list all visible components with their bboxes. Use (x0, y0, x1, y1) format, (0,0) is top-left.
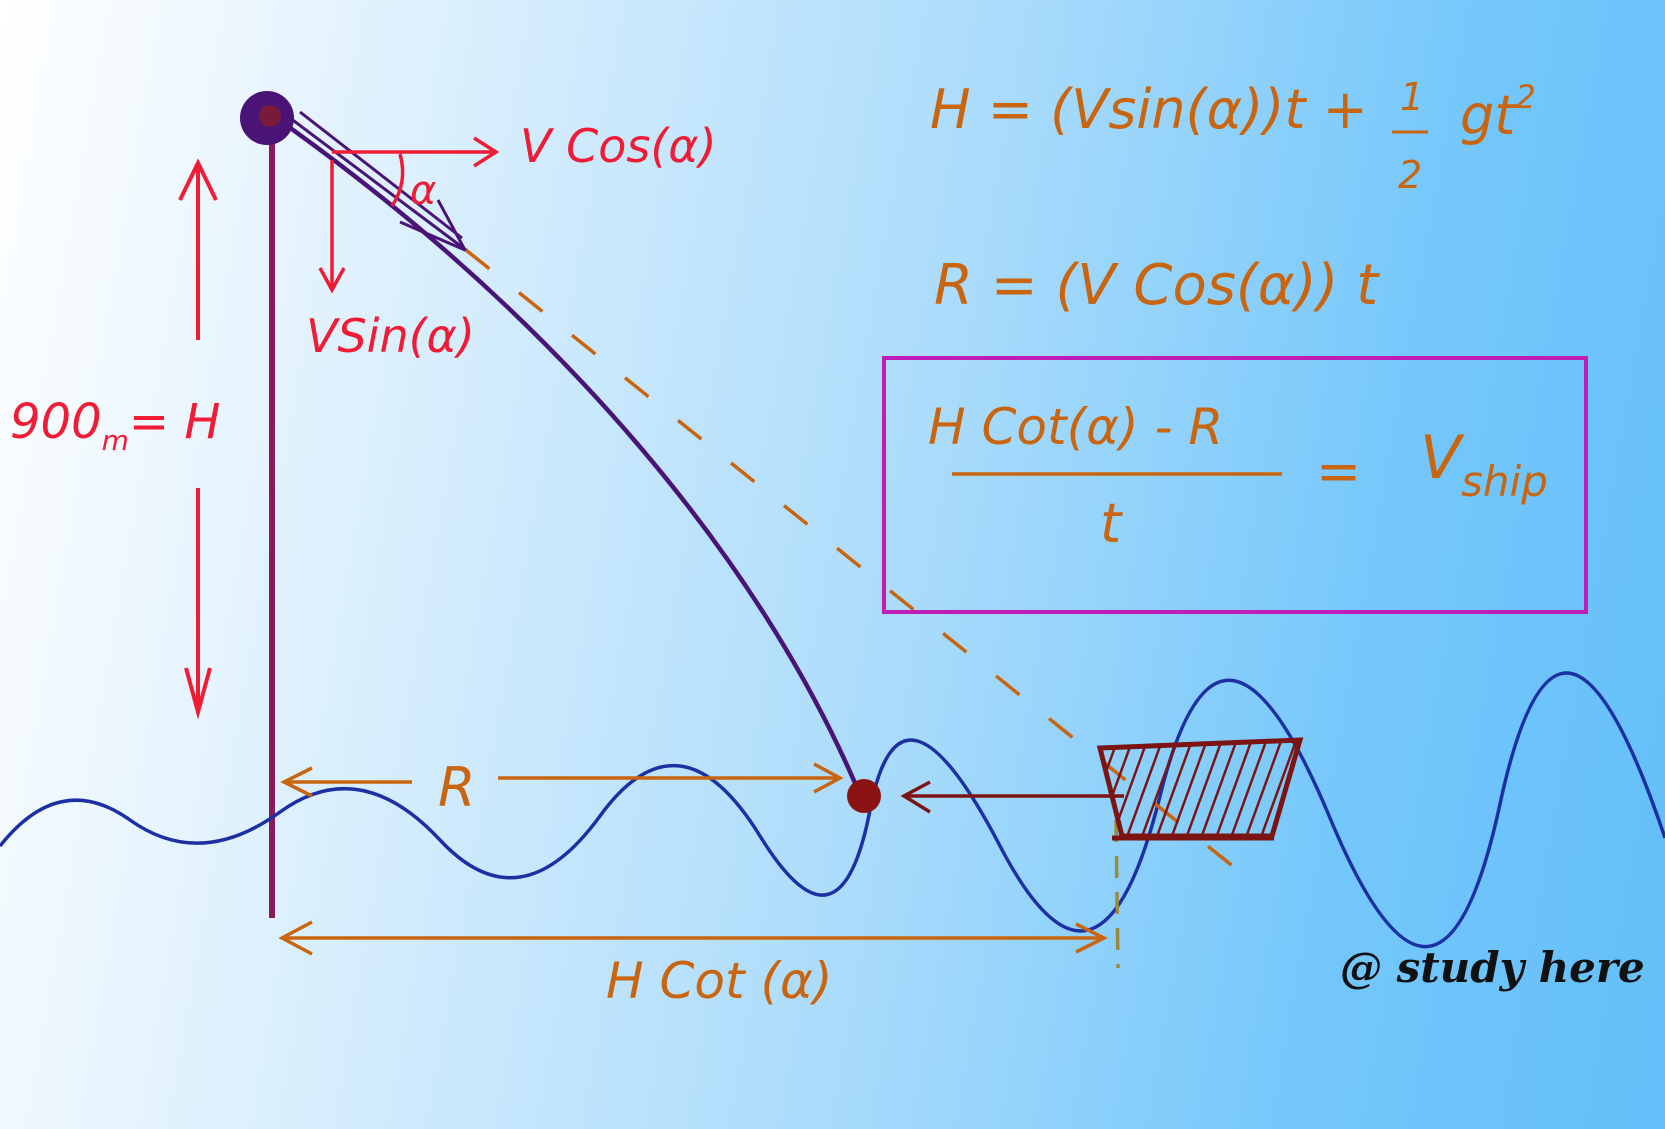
height-value: 900 (10, 394, 102, 450)
vsin-arrowhead (318, 267, 346, 294)
ship-marker-dashed (1114, 819, 1120, 969)
equation-1-frac-den: 2 (1398, 153, 1422, 197)
height-arrowhead-top (178, 158, 218, 201)
height-arrowhead-bottom (184, 667, 212, 720)
alpha-label: α (410, 168, 436, 214)
equation-1-exponent: 2 (1515, 78, 1535, 116)
vsin-label: VSin(α) (306, 309, 475, 363)
hcot-arrowhead-right (1075, 922, 1108, 954)
sea-wave (0, 671, 1665, 949)
equation-1-gt: gt (1460, 84, 1517, 147)
ship-speed-formula-box (882, 356, 1588, 614)
range-arrowhead-left (280, 766, 313, 798)
trajectory-curve (280, 120, 861, 791)
angle-arc (390, 153, 405, 207)
vcos-arrowhead (473, 136, 500, 168)
boxed-vship: Vship (1420, 423, 1548, 506)
equation-2: R = (V Cos(α)) t (934, 253, 1380, 318)
impact-point (847, 779, 881, 813)
equation-1-lhs: H = (Vsin(α))t + (930, 78, 1368, 141)
boxed-v-subscript: ship (1461, 457, 1548, 506)
velocity-vector-outline (299, 110, 463, 240)
equation-1-frac-num: 1 (1400, 75, 1424, 119)
height-equals: = H (129, 394, 221, 450)
height-unit: m (102, 424, 129, 457)
hcot-label: H Cot (α) (606, 952, 832, 1010)
watermark: @ study here (1340, 943, 1645, 992)
ship-hull (1096, 737, 1304, 839)
boxed-equals: = (1316, 440, 1361, 503)
hcot-arrowhead-left (278, 920, 313, 956)
launch-point-core (259, 105, 281, 127)
equation-1: H = (Vsin(α))t + (930, 78, 1368, 141)
boxed-denominator: t (1100, 492, 1123, 555)
height-label: 900m= H (10, 394, 220, 457)
ship-velocity-arrowhead (900, 780, 931, 814)
range-arrowhead-right (813, 762, 844, 794)
range-label: R (438, 756, 476, 819)
velocity-arrowhead (399, 199, 469, 254)
boxed-v: V (1420, 423, 1465, 493)
velocity-vector (289, 116, 467, 252)
equation-1-rest: gt2 (1460, 78, 1536, 147)
vcos-label: V Cos(α) (520, 119, 717, 173)
boxed-numerator: H Cot(α) - R (928, 398, 1223, 456)
